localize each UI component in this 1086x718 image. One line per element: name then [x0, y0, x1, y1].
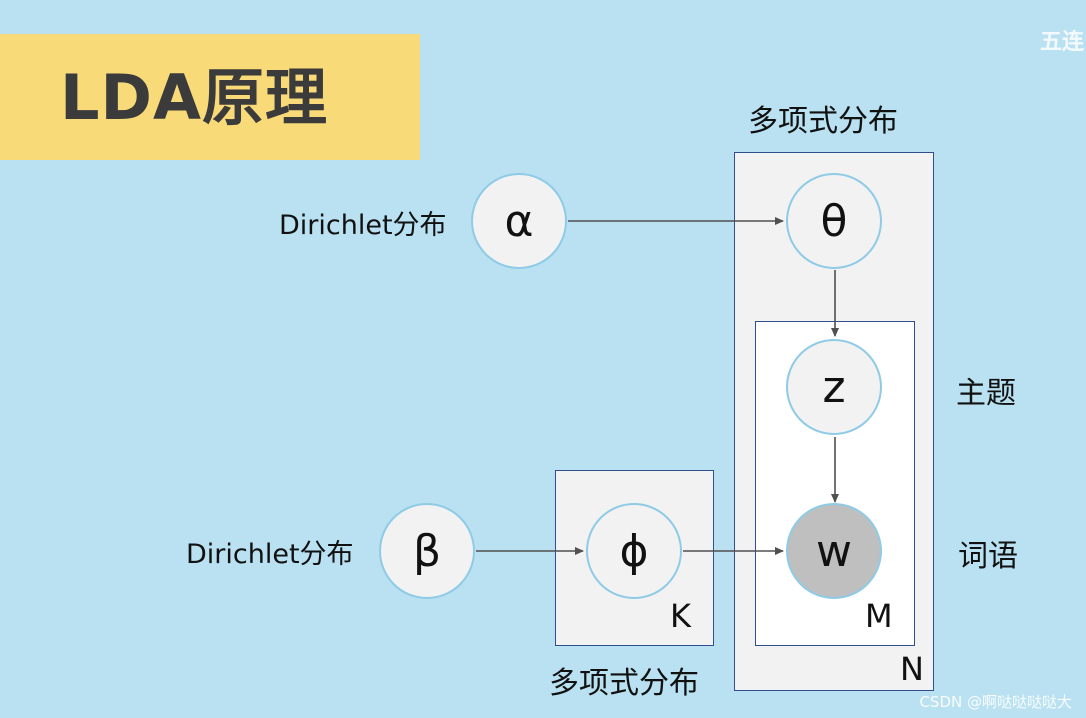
node-z: z: [786, 339, 882, 435]
title-banner: [0, 34, 420, 160]
watermark-top: 五连: [1039, 30, 1084, 55]
phi-distribution-label: 多项式分布: [549, 666, 699, 701]
word-label: 词语: [958, 539, 1018, 574]
node-alpha: α: [471, 173, 567, 269]
watermark-credit: CSDN @啊哒哒哒哒大: [919, 693, 1072, 711]
topic-label: 主题: [956, 376, 1016, 411]
theta-distribution-label: 多项式分布: [748, 104, 898, 139]
plate-n-label: N: [900, 650, 924, 688]
page-title: LDA原理: [60, 61, 328, 134]
node-w: w: [786, 503, 882, 599]
plate-k-label: K: [670, 597, 691, 635]
alpha-distribution-label: Dirichlet分布: [279, 210, 447, 241]
node-theta: θ: [786, 173, 882, 269]
node-phi: ϕ: [586, 503, 682, 599]
plate-m-label: M: [865, 597, 893, 635]
node-beta: β: [379, 503, 475, 599]
beta-distribution-label: Dirichlet分布: [186, 539, 354, 570]
